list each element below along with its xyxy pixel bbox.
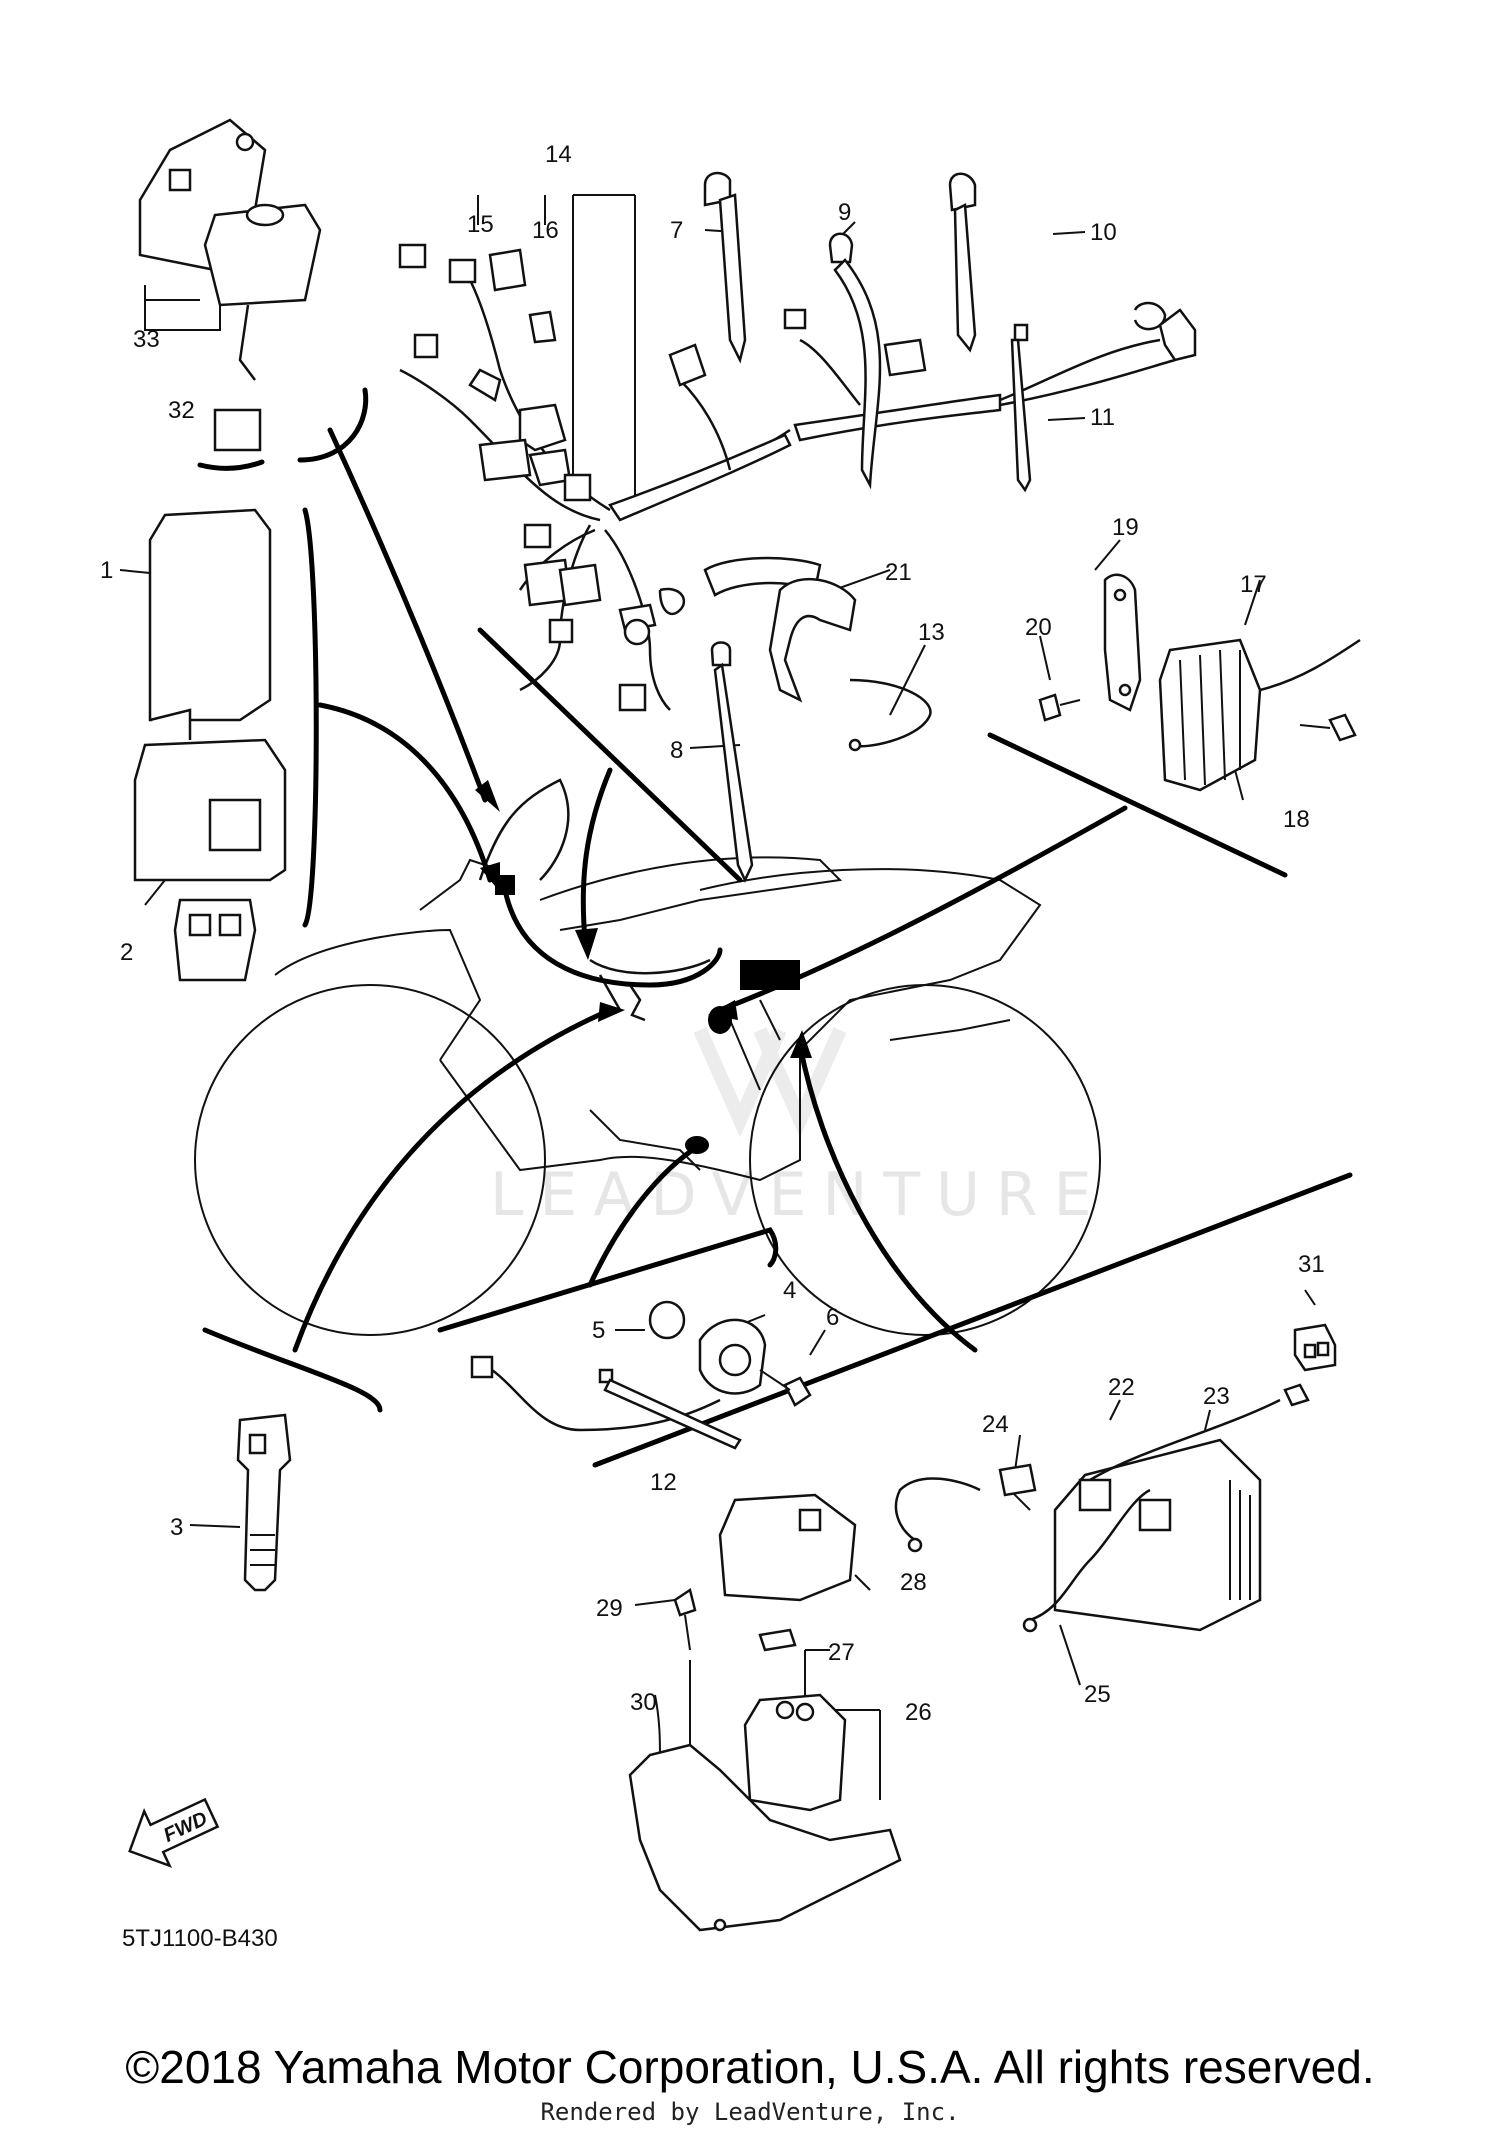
callout-14: 14: [545, 141, 572, 168]
callout-23: 23: [1203, 1383, 1230, 1410]
callout-19: 19: [1112, 514, 1139, 541]
callout-7: 7: [670, 217, 683, 244]
fwd-indicator: FWD: [128, 1797, 220, 1868]
callout-21: 21: [885, 559, 912, 586]
callout-24: 24: [982, 1411, 1009, 1438]
part-sensor: [470, 1300, 812, 1450]
group-brackets: [197, 387, 1353, 1468]
callout-13: 13: [918, 619, 945, 646]
callout-18: 18: [1283, 806, 1310, 833]
copyright-notice: ©2018 Yamaha Motor Corporation, U.S.A. A…: [125, 2041, 1375, 2093]
callout-labels: 1 2 3 4 5 6 7 8 9 10 11 12 13 14 15 16 1…: [100, 141, 1325, 1726]
part-regulator: [1038, 573, 1361, 792]
callout-4: 4: [783, 1277, 796, 1304]
callout-8: 8: [670, 737, 683, 764]
callout-28: 28: [900, 1569, 927, 1596]
callout-17: 17: [1240, 571, 1267, 598]
callout-10: 10: [1090, 219, 1117, 246]
callout-25: 25: [1084, 1681, 1111, 1708]
part-starter-relay: [628, 1493, 902, 1932]
callout-32: 32: [168, 397, 195, 424]
diagram-code: 5TJ1100-B430: [122, 1925, 278, 1952]
callout-5: 5: [592, 1317, 605, 1344]
callout-31: 31: [1298, 1251, 1325, 1278]
part-relay-bracket: [138, 118, 322, 452]
callout-1: 1: [100, 557, 113, 584]
callout-29: 29: [596, 1595, 623, 1622]
part-battery: [894, 1323, 1337, 1633]
rendered-by-credit: Rendered by LeadVenture, Inc.: [540, 2098, 960, 2126]
leader-arrows: [292, 427, 1128, 1353]
callout-6: 6: [826, 1304, 839, 1331]
part-ecu: [133, 508, 287, 982]
callout-2: 2: [120, 939, 133, 966]
callout-11: 11: [1090, 404, 1115, 431]
callout-16: 16: [532, 217, 559, 244]
motorcycle-outline: [194, 778, 1101, 1336]
callout-9: 9: [838, 199, 851, 226]
callout-12: 12: [650, 1469, 677, 1496]
callout-30: 30: [630, 1689, 657, 1716]
callout-15: 15: [467, 211, 494, 238]
watermark: LEADVENTURE: [490, 1027, 1108, 1230]
part-ignition-coil: [236, 1413, 292, 1592]
callout-22: 22: [1108, 1374, 1135, 1401]
part-cable-ties: [703, 171, 1032, 883]
part-wire-harness: [398, 243, 1197, 712]
callout-20: 20: [1025, 614, 1052, 641]
part-holder: [703, 556, 932, 752]
callout-33: 33: [133, 326, 160, 353]
callout-26: 26: [905, 1699, 932, 1726]
watermark-text: LEADVENTURE: [490, 1160, 1108, 1230]
callout-27: 27: [828, 1639, 855, 1666]
callout-3: 3: [170, 1514, 183, 1541]
